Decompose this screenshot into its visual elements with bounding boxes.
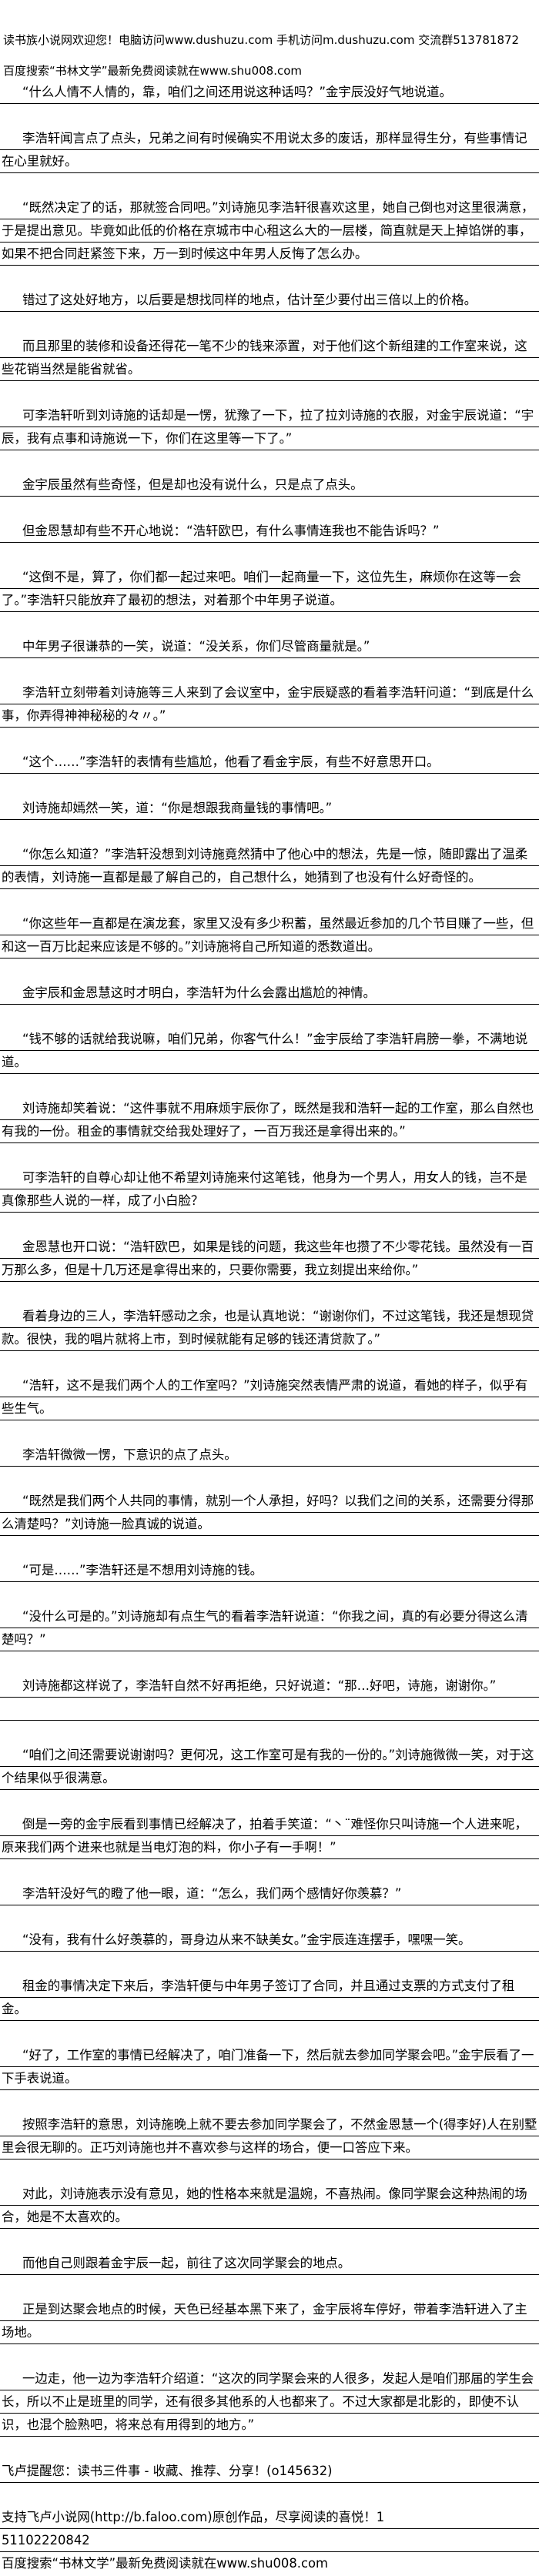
paragraph: 而他自己则跟着金宇辰一起，前往了这次同学聚会的地点。 xyxy=(0,2252,539,2275)
paragraph: 租金的事情决定下来后，李浩轩便与中年男子签订了合同，并且通过支票的方式支付了租金… xyxy=(0,1975,539,2021)
support-notice: 支持飞卢小说网(http://b.faloo.com)原创作品，尽享阅读的喜悦！… xyxy=(0,2506,539,2529)
paragraph: 李浩轩微微一愣，下意识的点了点头。 xyxy=(0,1444,539,1467)
paragraph: 李浩轩立刻带着刘诗施等三人来到了会议室中，金宇辰疑惑的看着李浩轩问道：“到底是什… xyxy=(0,681,539,728)
paragraph: 按照李浩轩的意思，刘诗施晚上就不要去参加同学聚会了，不然金恩慧一个(得李好)人在… xyxy=(0,2113,539,2159)
paragraph: 金宇辰虽然有些奇怪，但是却也没有说什么，只是点了点头。 xyxy=(0,473,539,497)
page-footer: 飞卢提醒您：读书三件事 - 收藏、推荐、分享！(o145632) 支持飞卢小说网… xyxy=(0,2460,539,2575)
paragraph: “没有，我有什么好羡慕的，哥身边从来不缺美女。”金宇辰连连摆手，嘿嘿一笑。 xyxy=(0,1929,539,1952)
search-tip-bottom: 百度搜索“书林文学”最新免费阅读就在www.shu008.com xyxy=(2,2556,328,2571)
paragraph: “你怎么知道？”李浩轩没想到刘诗施竟然猜中了他心中的想法，先是一惊，随即露出了温… xyxy=(0,843,539,889)
footer-code: 51102220842 xyxy=(0,2529,539,2552)
paragraph: 李浩轩闻言点了点头，兄弟之间有时候确实不用说太多的废话，那样显得生分，有些事情记… xyxy=(0,127,539,173)
paragraph: 错过了这处好地方，以后要是想找同样的地点，估计至少要付出三倍以上的价格。 xyxy=(0,289,539,312)
paragraph: “既然决定了的话，那就签合同吧。”刘诗施见李浩轩很喜欢这里，她自己倒也对这里很满… xyxy=(0,196,539,266)
paragraph: “这个……”李浩轩的表情有些尴尬，他看了看金宇辰，有些不好意思开口。 xyxy=(0,751,539,774)
paragraph: 刘诗施却嫣然一笑，道：“你是想跟我商量钱的事情吧。” xyxy=(0,797,539,820)
paragraph: 对此，刘诗施表示没有意见，她的性格本来就是温婉，不喜热闹。像同学聚会这种热闹的场… xyxy=(0,2183,539,2229)
paragraph: 金宇辰和金恩慧这时才明白，李浩轩为什么会露出尴尬的神情。 xyxy=(0,982,539,1005)
paragraph: “钱不够的话就给我说嘛，咱们兄弟，你客气什么！”金宇辰给了李浩轩肩膀一拳，不满地… xyxy=(0,1028,539,1074)
reading-reminder: 飞卢提醒您：读书三件事 - 收藏、推荐、分享！(o145632) xyxy=(0,2460,539,2483)
paragraph: “咱们之间还需要说谢谢吗？更何况，这工作室可是有我的一份的。”刘诗施微微一笑，对… xyxy=(0,1744,539,1790)
paragraph: 看着身边的三人，李浩轩感动之余，也是认真地说：“谢谢你们，不过这笔钱，我还是想现… xyxy=(0,1305,539,1351)
paragraph: 可李浩轩的自尊心却让他不希望刘诗施来付这笔钱，他身为一个男人，用女人的钱，岂不是… xyxy=(0,1166,539,1213)
paragraph: “这倒不是，算了，你们都一起过来吧。咱们一起商量一下，这位先生，麻烦你在这等一会… xyxy=(0,566,539,612)
paragraph: 正是到达聚会地点的时候，天色已经基本黑下来了，金宇辰将车停好，带着李浩轩进入了主… xyxy=(0,2298,539,2344)
paragraph: 而且那里的装修和设备还得花一笔不少的钱来添置，对于他们这个新组建的工作室来说，这… xyxy=(0,335,539,381)
paragraph: “可是……”李浩轩还是不想用刘诗施的钱。 xyxy=(0,1559,539,1582)
chapter-content: “什么人情不人情的，靠，咱们之间还用说这种话吗？”金宇辰没好气地说道。李浩轩闻言… xyxy=(0,81,539,2437)
paragraph: 中年男子很谦恭的一笑，说道：“没关系，你们尽管商量就是。” xyxy=(0,635,539,658)
paragraph: 刘诗施却笑着说：“这件事就不用麻烦宇辰你了，既然是我和浩轩一起的工作室，那么自然… xyxy=(0,1097,539,1143)
paragraph: 倒是一旁的金宇辰看到事情已经解决了，拍着手笑道：“丶¨难怪你只叫诗施一个人进来呢… xyxy=(0,1813,539,1859)
page-header: 读书族小说网欢迎您！电脑访问www.dushuzu.com 手机访问m.dush… xyxy=(0,0,539,79)
paragraph: “浩轩，这不是我们两个人的工作室吗？”刘诗施突然表情严肃的说道，看她的样子，似乎… xyxy=(0,1374,539,1420)
paragraph: “好了，工作室的事情已经解决了，咱门准备一下，然后就去参加同学聚会吧。”金宇辰看… xyxy=(0,2044,539,2090)
paragraph: 李浩轩没好气的瞪了他一眼，道：“怎么，我们两个感情好你羡慕？” xyxy=(0,1882,539,1905)
paragraph: “什么人情不人情的，靠，咱们之间还用说这种话吗？”金宇辰没好气地说道。 xyxy=(0,81,539,104)
search-tip-top: 百度搜索“书林文学”最新免费阅读就在www.shu008.com xyxy=(3,64,303,78)
paragraph: 可李浩轩听到刘诗施的话却是一愣，犹豫了一下，拉了拉刘诗施的衣服，对金宇辰说道：“… xyxy=(0,404,539,450)
paragraph: “既然是我们两个人共同的事情，就别一个人承担，好吗？以我们之间的关系，还需要分得… xyxy=(0,1490,539,1536)
paragraph: “你这些年一直都是在演龙套，家里又没有多少积蓄，虽然最近参加的几个节目赚了一些，… xyxy=(0,912,539,958)
paragraph: “没什么可是的。”刘诗施却有点生气的看着李浩轩说道：“你我之间，真的有必要分得这… xyxy=(0,1605,539,1651)
paragraph: 但金恩慧却有些不开心地说：“浩轩欧巴，有什么事情连我也不能告诉吗？” xyxy=(0,520,539,543)
site-welcome-notice: 读书族小说网欢迎您！电脑访问www.dushuzu.com 手机访问m.dush… xyxy=(3,33,520,47)
blank-ruled-line xyxy=(0,1698,539,1721)
paragraph: 金恩慧也开口说：“浩轩欧巴，如果是钱的问题，我这些年也攒了不少零花钱。虽然没有一… xyxy=(0,1236,539,1282)
paragraph: 刘诗施都这样说了，李浩轩自然不好再拒绝，只好说道：“那…好吧，诗施，谢谢你。” xyxy=(0,1674,539,1698)
paragraph: 一边走，他一边为李浩轩介绍道：“这次的同学聚会来的人很多，发起人是咱们那届的学生… xyxy=(0,2367,539,2437)
